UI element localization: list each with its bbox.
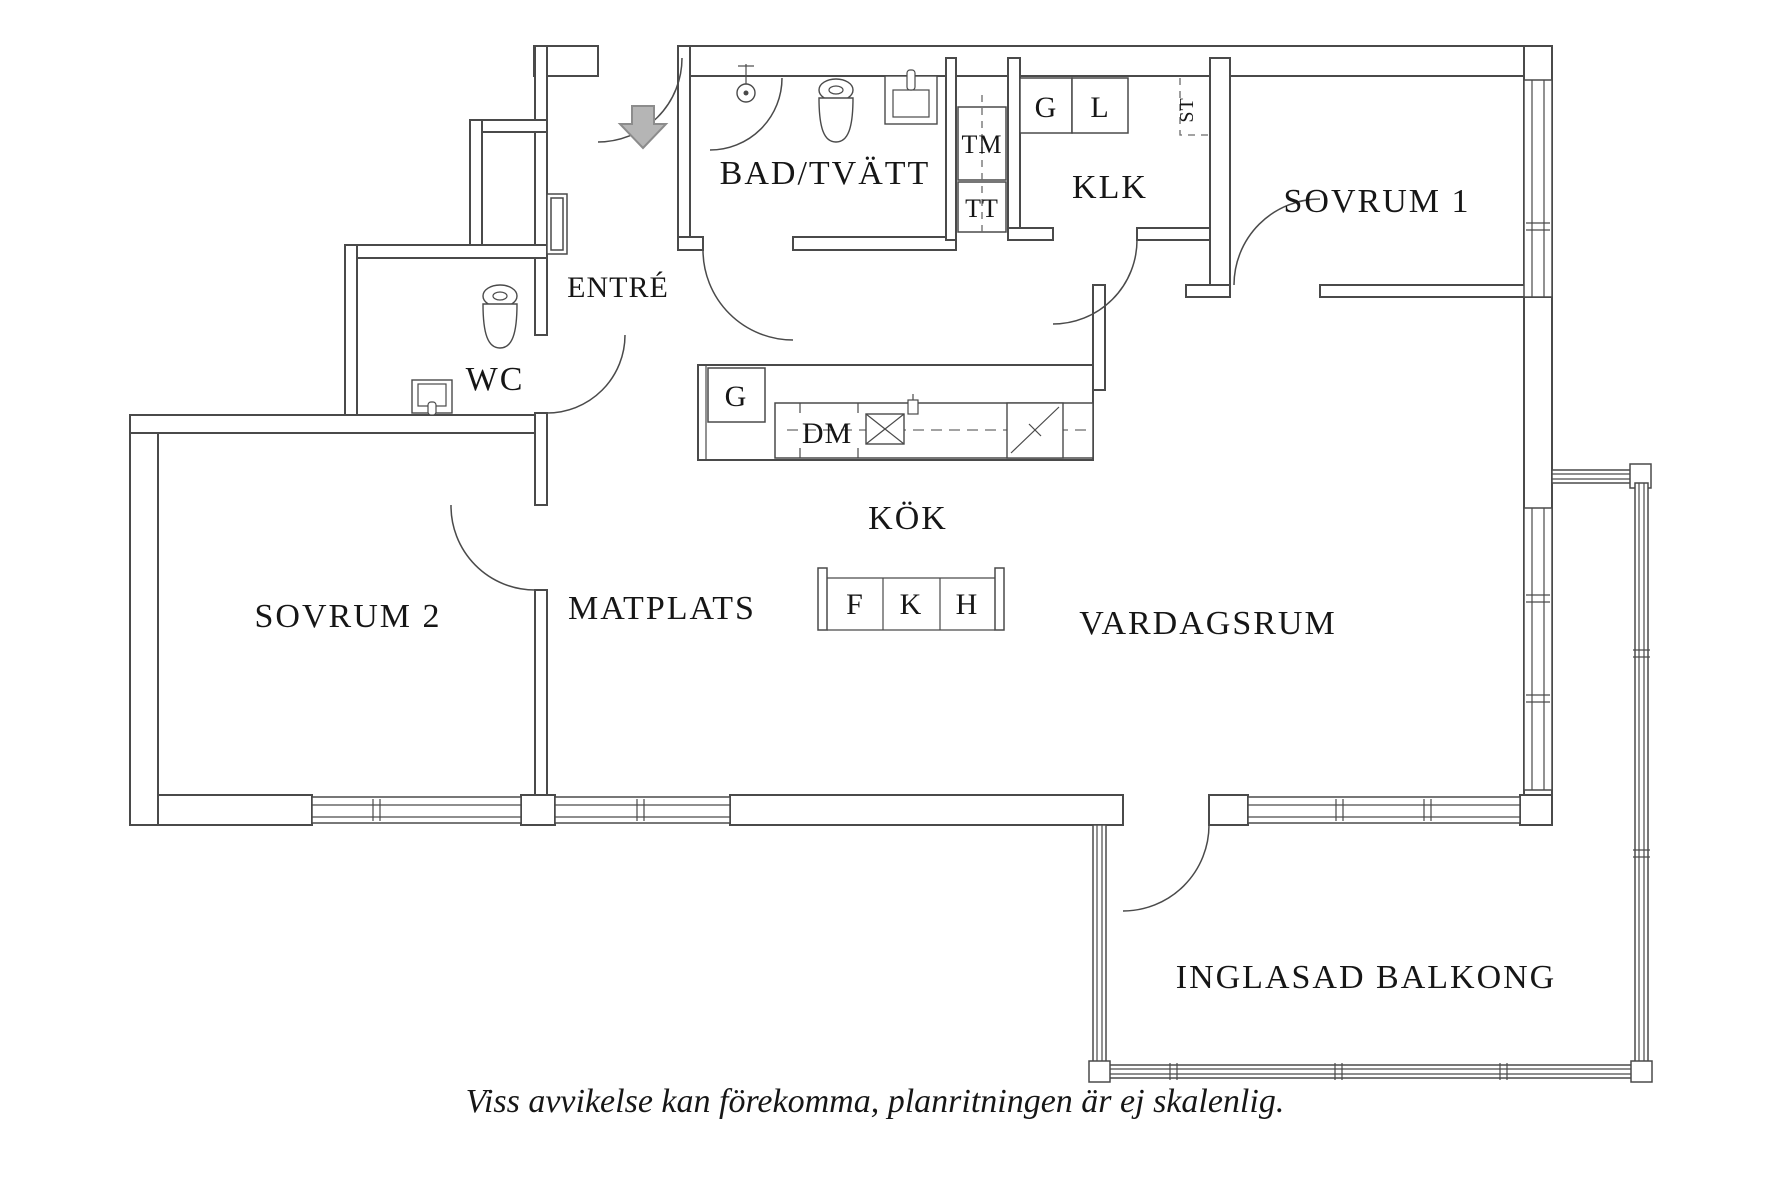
toilet-icon-wc (482, 284, 518, 349)
label-fridge: K (900, 588, 923, 621)
caption-text: Viss avvikelse kan förekomma, planritnin… (466, 1083, 1285, 1120)
label-kitchen: KÖK (868, 500, 948, 537)
door-swing-bedroom1 (1233, 198, 1321, 286)
windows (311, 79, 1553, 824)
wall-west-3 (534, 589, 548, 796)
label-closet: KLK (1072, 169, 1148, 206)
sink-icon-bathroom (884, 69, 938, 125)
wall-wc-left (344, 244, 358, 416)
cooktop-icon (1006, 402, 1064, 459)
door-swing-bedroom2 (450, 504, 536, 591)
doors (450, 57, 1321, 912)
unit-post-right (994, 567, 1005, 631)
shower-icon (709, 64, 783, 151)
entry-arrow-icon (617, 105, 669, 150)
unit-post-left (817, 567, 828, 631)
door-swing-bathroom (702, 249, 794, 341)
wall-klk-bottom-2 (1136, 227, 1211, 241)
label-bathroom: BAD/TVÄTT (720, 155, 931, 192)
labels: BAD/TVÄTT ENTRÉ WC KLK SOVRUM 1 SOVRUM 2… (255, 91, 1556, 1120)
closet-cabinets (1019, 77, 1208, 136)
balcony-glazing (1088, 463, 1653, 1083)
kitchen-counter (697, 364, 1094, 461)
label-freezer: F (846, 588, 864, 621)
wall-west-2 (534, 412, 548, 506)
label-dishwasher: DM (802, 417, 852, 450)
label-dining: MATPLATS (568, 590, 756, 627)
wall-bottom-5 (1519, 794, 1553, 826)
wardrobe-box (1019, 77, 1073, 134)
wall-bottom-1 (129, 794, 313, 826)
cleaning-closet-dashed-box (1179, 78, 1208, 136)
label-entrance: ENTRÉ (567, 271, 669, 304)
window-living-right (1523, 507, 1553, 791)
wall-top-main (681, 45, 1553, 77)
laundry-units (957, 95, 1007, 236)
window-bedroom1 (1523, 79, 1553, 298)
door-swing-balcony (1122, 824, 1210, 912)
label-washing-machine: TM (962, 130, 1003, 159)
door-swing-wc (546, 334, 626, 414)
kitchen-cabinet-box (707, 367, 766, 423)
linen-cabinet-box (1071, 77, 1129, 134)
label-bedroom1: SOVRUM 1 (1284, 183, 1471, 220)
wall-bottom-4 (1208, 794, 1249, 826)
label-balcony: INGLASAD BALKONG (1176, 959, 1556, 996)
label-cleaning-closet: ST (1176, 97, 1198, 122)
label-oven-cabinet: H (956, 588, 979, 621)
wall-bedroom2-top (129, 414, 548, 434)
wall-kitchen-living (1092, 284, 1106, 391)
label-tumble-dryer: TT (965, 194, 999, 223)
window-bedroom2 (311, 796, 522, 824)
wall-left (129, 414, 159, 826)
window-living-bottom (1247, 796, 1521, 824)
wall-bottom-3 (729, 794, 1124, 826)
wall-entry-step-v (469, 119, 483, 259)
wall-bedroom1-bottom (1319, 284, 1553, 298)
window-dining (554, 796, 731, 824)
wall-bath-bottom-1 (677, 236, 704, 251)
sink-icon-wc (411, 379, 453, 416)
wall-hall-stub (1185, 284, 1231, 298)
label-living: VARDAGSRUM (1079, 605, 1336, 642)
label-kitchen-cabinet: G (725, 380, 748, 413)
wall-bottom-2 (520, 794, 556, 826)
label-bedroom2: SOVRUM 2 (255, 598, 442, 635)
label-wardrobe: G (1035, 91, 1058, 124)
wall-bath-bottom-2 (792, 236, 957, 251)
wall-klk-west (1007, 57, 1021, 241)
toilet-icon-bathroom (818, 78, 854, 143)
label-wc: WC (466, 361, 525, 398)
wall-klk-bedroom1 (1209, 57, 1231, 298)
door-swing-closet (1052, 239, 1138, 325)
wall-klk-bottom-1 (1007, 227, 1054, 241)
fridge-freezer-unit (817, 567, 1005, 631)
door-swing-entry (597, 57, 683, 143)
wall-wc-top (344, 244, 548, 259)
label-linen-cabinet: L (1090, 91, 1109, 124)
kitchen-sink-icon (865, 394, 919, 445)
wall-west-1 (534, 45, 548, 336)
electrical-cabinet (546, 193, 568, 255)
wall-bath-east (945, 57, 957, 241)
washing-machine-box (957, 106, 1007, 181)
